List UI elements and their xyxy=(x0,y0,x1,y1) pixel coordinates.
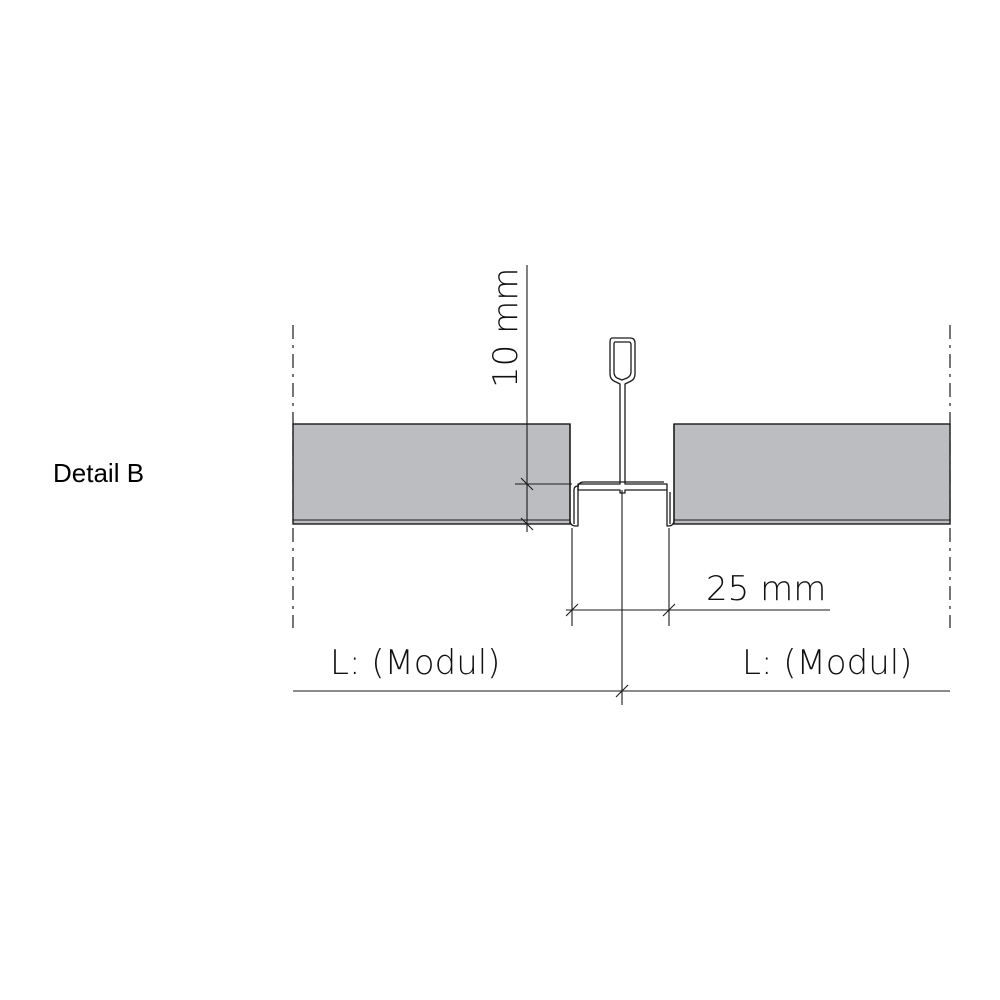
dimension-height: 10 mm xyxy=(486,265,572,532)
panel-edge-left-inner xyxy=(573,485,579,524)
t-profile xyxy=(569,337,675,527)
panel-edge-right-rebate xyxy=(666,424,675,527)
ceiling-panel-right xyxy=(673,423,951,525)
dim-module-left-text: L: (Modul) xyxy=(330,643,500,683)
dim-module-right-text: L: (Modul) xyxy=(742,643,912,683)
dimension-width: 25 mm xyxy=(565,528,830,626)
dim-module-tick xyxy=(615,684,629,698)
dimension-module: L: (Modul) L: (Modul) xyxy=(293,490,950,705)
ceiling-panel-left xyxy=(292,423,571,525)
t-profile-bulb-inner xyxy=(613,341,632,381)
dim-height-text: 10 mm xyxy=(486,268,526,388)
dim-width-text: 25 mm xyxy=(706,569,826,609)
detail-label: Detail B xyxy=(53,458,145,488)
dim-height-tick-top xyxy=(520,477,534,491)
t-profile-section xyxy=(577,337,668,494)
dim-width-tick-right xyxy=(662,603,676,617)
dim-height-tick-bottom xyxy=(520,517,534,531)
dim-width-tick-left xyxy=(565,603,579,617)
ceiling-panels xyxy=(292,423,951,525)
panel-edge-left-rebate xyxy=(569,424,664,527)
